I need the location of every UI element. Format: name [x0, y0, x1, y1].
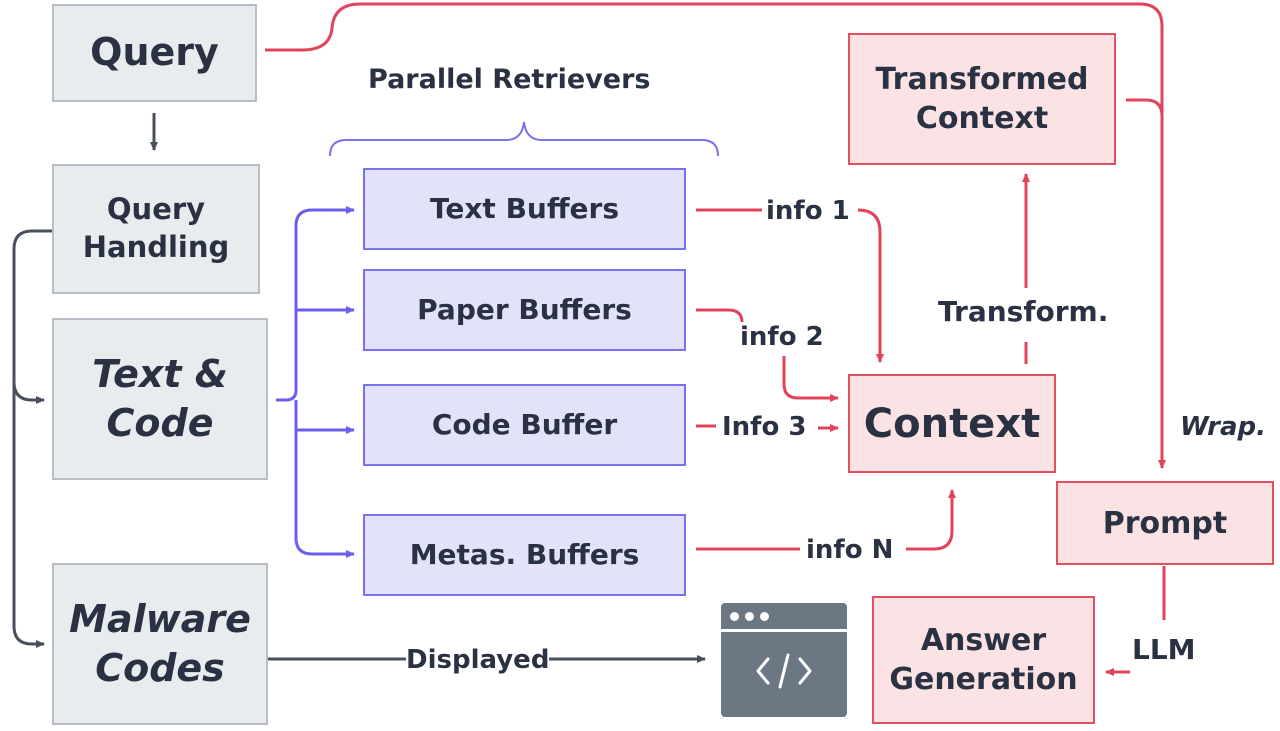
text-code-line-2: Code [106, 401, 214, 445]
arrow-info2-to-context [696, 308, 838, 398]
arrow-handling-to-textcode [12, 229, 52, 404]
wrap-label: Wrap. [1180, 412, 1267, 442]
transformed-context-line-2: Context [915, 101, 1049, 136]
text-code-line-1: Text & [92, 351, 228, 396]
query-node: Query [52, 4, 257, 102]
parallel-retrievers-brace [329, 121, 719, 157]
query-handling-line-1: Query [106, 192, 206, 227]
answer-generation-line-2: Generation [889, 662, 1078, 697]
code-buffer-label: Code Buffer [431, 407, 618, 441]
info-2-label: info 2 [740, 322, 824, 352]
arrow-info1-to-context [696, 208, 880, 362]
answer-generation-node: Answer Generation [872, 596, 1095, 724]
text-buffers-node: Text Buffers [363, 168, 686, 250]
parallel-retrievers-label: Parallel Retrievers [368, 64, 651, 95]
displayed-label: Displayed [406, 645, 550, 675]
arrow-query-to-prompt [265, 2, 1166, 469]
llm-label: LLM [1132, 633, 1196, 666]
malware-codes-node: Malware Codes [52, 563, 268, 725]
malware-codes-line-2: Codes [95, 646, 225, 690]
text-buffers-label: Text Buffers [430, 191, 619, 225]
query-handling-line-2: Handling [82, 230, 230, 264]
code-buffer-node: Code Buffer [363, 384, 686, 466]
info-3-label: Info 3 [722, 412, 807, 442]
info-1-label: info 1 [766, 196, 850, 226]
paper-buffers-label: Paper Buffers [417, 292, 632, 326]
metas-buffers-node: Metas. Buffers [363, 514, 686, 596]
metas-buffers-label: Metas. Buffers [409, 537, 640, 571]
paper-buffers-node: Paper Buffers [363, 269, 686, 351]
transformed-context-line-1: Transformed [875, 62, 1089, 97]
query-handling-node: Query Handling [52, 164, 260, 294]
arrow-textcode-fanout [276, 208, 354, 556]
text-code-node: Text & Code [52, 318, 268, 480]
arrow-handling-to-malware [12, 380, 45, 648]
arrow-transformed-to-wrap [1126, 98, 1164, 117]
malware-codes-line-1: Malware [69, 596, 251, 641]
answer-generation-line-1: Answer [920, 623, 1047, 658]
arrow-infoN-to-context [906, 489, 956, 551]
code-window-icon [721, 603, 847, 717]
info-n-label: info N [806, 535, 894, 565]
prompt-node: Prompt [1056, 481, 1274, 565]
context-node: Context [848, 374, 1056, 473]
context-label: Context [863, 400, 1041, 447]
prompt-label: Prompt [1102, 505, 1228, 541]
transform-label: Transform. [938, 295, 1109, 328]
transformed-context-node: Transformed Context [848, 33, 1116, 165]
query-node-label: Query [90, 30, 219, 75]
